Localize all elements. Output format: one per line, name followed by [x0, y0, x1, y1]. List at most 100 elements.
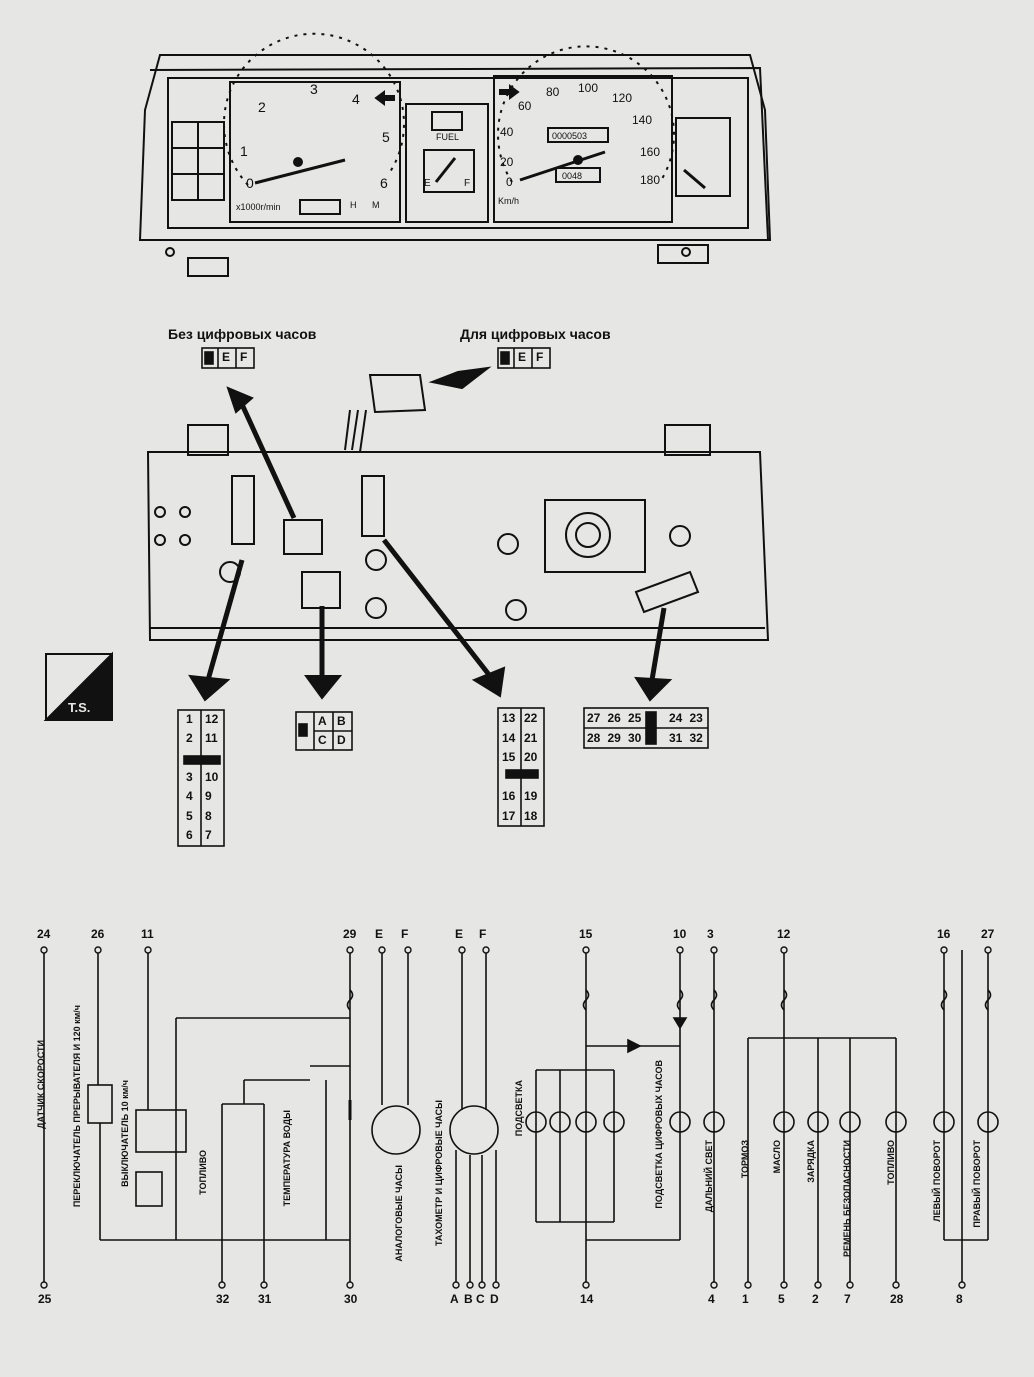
connector-pin: 18 [524, 809, 538, 823]
connector-pin: 26 [607, 711, 621, 725]
speedo-number: 40 [500, 125, 514, 139]
schematic-pin-label: 8 [956, 1292, 963, 1306]
connector-pin: 28 [587, 731, 601, 745]
speedo-unit: Km/h [498, 196, 519, 206]
pin-terminals [40, 946, 992, 1289]
schematic-pin-label: B [464, 1292, 473, 1306]
component-label-tacho-clock: ТАХОМЕТР И ЦИФРОВЫЕ ЧАСЫ [434, 1100, 444, 1247]
hm-h: H [350, 200, 357, 210]
speedometer-needle [519, 150, 606, 182]
trip-meter: 0048 [562, 171, 582, 181]
ts-badge [43, 651, 113, 721]
tachometer-needle [254, 158, 346, 185]
connector-pin: 2 [186, 731, 193, 746]
tach-number: 2 [258, 99, 266, 115]
component-label-high-beam: ДАЛЬНИЙ СВЕТ [704, 1140, 714, 1213]
connector-pin: C [318, 733, 327, 747]
connector-pin: 7 [205, 827, 212, 842]
schematic-pin-label: 1 [742, 1292, 749, 1306]
tach-number: 3 [310, 81, 318, 97]
connector-pin: 4 [186, 789, 193, 804]
schematic-pin-label: 29 [343, 927, 357, 941]
schematic-pin-label: C [476, 1292, 485, 1306]
schematic-pin-label: E [455, 927, 464, 941]
tach-number: 6 [380, 175, 388, 191]
schematic-pin-label: 32 [216, 1292, 230, 1306]
component-label-water-temp: ТЕМПЕРАТУРА ВОДЫ [282, 1110, 292, 1207]
speedo-number: 160 [640, 145, 660, 159]
without-digital-clock-label: Без цифровых часов [168, 326, 317, 342]
hm-m: M [372, 200, 380, 210]
connector-pin: 29 [607, 731, 621, 745]
schematic-pin-label: 3 [707, 927, 714, 941]
connector-pin: 17 [502, 809, 516, 823]
speedometer-face [493, 75, 673, 223]
odometer: 0000503 [552, 131, 587, 141]
speedo-cable-socket [544, 499, 646, 573]
component-label-switch-10-120: ПЕРЕКЛЮЧАТЕЛЬ ПРЕРЫВАТЕЛЯ И 120 км/ч [72, 1005, 82, 1208]
schematic-pin-label: 30 [344, 1292, 358, 1306]
schematic-pin-label: 16 [937, 927, 951, 941]
connector-pin: 12 [205, 712, 219, 726]
schematic-pin-label: 2 [812, 1292, 819, 1306]
schematic-pin-label: D [490, 1292, 499, 1306]
speedo-number: 120 [612, 91, 632, 105]
tach-number: 5 [382, 129, 390, 145]
fuel-empty: E [424, 178, 431, 189]
speedo-number: 20 [500, 155, 514, 169]
schematic-pin-label: 12 [777, 927, 791, 941]
connector-pin: 13 [502, 711, 516, 725]
schematic-pin-label: 15 [579, 927, 593, 941]
right-turn-arrow-icon [499, 84, 520, 100]
speedo-number: 100 [578, 81, 598, 95]
connector-pin: 6 [186, 827, 193, 842]
clock-socket [283, 519, 323, 555]
connector-pin: 24 [669, 711, 683, 725]
arrows [188, 366, 673, 702]
connector-pin: 30 [628, 731, 642, 745]
schematic-pin-label: 7 [844, 1292, 851, 1306]
abcd-socket [301, 571, 341, 609]
component-label-charge: ЗАРЯДКА [806, 1140, 816, 1183]
temperature-gauge-face [675, 117, 731, 197]
schematic-pin-label: 26 [91, 927, 105, 941]
connector-pin: 19 [524, 789, 538, 804]
tach-number: 1 [240, 143, 248, 159]
connector-pin: 5 [186, 808, 193, 823]
connector-pin: 8 [205, 808, 212, 823]
connector-pin: B [337, 714, 346, 728]
connector-pin: 9 [205, 789, 212, 804]
schematic-pin-label: F [479, 927, 487, 941]
component-label-switch-10: ВЫКЛЮЧАТЕЛЬ 10 км/ч [120, 1080, 130, 1187]
instrument-cluster-rear [146, 374, 770, 641]
left-turn-arrow-icon [374, 90, 395, 106]
schematic-pin-label: 10 [673, 927, 687, 941]
fuel-full: F [464, 178, 470, 189]
connector-pin: 14 [502, 730, 516, 745]
digital-clock-plug [368, 374, 427, 414]
component-label-brake: ТОРМОЗ [740, 1140, 750, 1179]
connector-slot-left [231, 475, 255, 545]
speedo-number: 80 [546, 85, 560, 99]
connector-pin: 16 [502, 789, 516, 804]
connector-pin: 3 [186, 769, 193, 784]
component-label-backlight: ПОДСВЕТКА [514, 1080, 524, 1137]
connector-pin: 25 [628, 711, 642, 725]
component-label-speed-sensor: ДАТЧИК СКОРОСТИ [36, 1040, 46, 1129]
speedo-number: 180 [640, 173, 660, 187]
connector-pin: 20 [524, 750, 538, 765]
connector-pin: 31 [669, 731, 683, 745]
component-label-clock-backlight: ПОДСВЕТКА ЦИФРОВЫХ ЧАСОВ [654, 1060, 664, 1209]
speedo-number: 140 [632, 113, 652, 127]
tach-number: 0 [246, 175, 254, 191]
connector-pin: 11 [205, 731, 218, 746]
connector-pin: D [337, 733, 346, 747]
cluster-text: 0 1 2 3 4 5 6 x1000r/min H M FUEL E F 0 … [236, 81, 660, 212]
component-label-oil: МАСЛО [772, 1140, 782, 1174]
schematic-pin-label: 27 [981, 927, 995, 941]
connector-pin: 32 [689, 731, 703, 745]
connector-pin: 1 [186, 712, 193, 726]
connector-pin: A [318, 714, 327, 728]
connector-slot-mid [361, 475, 385, 537]
